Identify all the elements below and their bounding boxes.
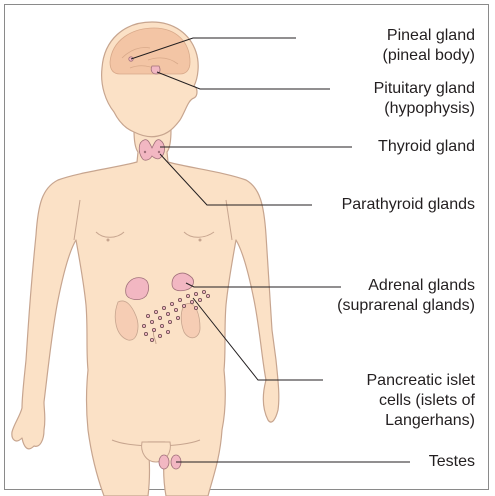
label-thyroid-gland: Thyroid gland (378, 137, 475, 157)
label-adrenal-glands: Adrenal glands (suprarenal glands) (337, 276, 475, 316)
body-silhouette (12, 22, 279, 496)
label-pancreatic-islet-cells: Pancreatic islet cells (islets of Langer… (367, 371, 476, 431)
label-parathyroid-line1: Parathyroid glands (342, 195, 475, 215)
nipple-right (199, 239, 202, 242)
label-adrenal-line2: (suprarenal glands) (337, 296, 475, 316)
label-pituitary-line1: Pituitary gland (374, 79, 475, 99)
parathyroid-dot-b (158, 151, 160, 153)
label-pineal-line1: Pineal gland (383, 26, 476, 46)
label-pituitary-line2: (hypophysis) (374, 99, 475, 119)
parathyroid-dot-a (144, 151, 146, 153)
label-testes: Testes (429, 452, 475, 472)
label-pituitary-gland: Pituitary gland (hypophysis) (374, 79, 475, 119)
testis-left (159, 455, 169, 469)
label-pancreatic-line1: Pancreatic islet (367, 371, 476, 391)
label-thyroid-line1: Thyroid gland (378, 137, 475, 157)
label-pancreatic-line2: cells (islets of (367, 391, 476, 411)
label-pineal-line2: (pineal body) (383, 46, 476, 66)
adrenal-gland-right (172, 273, 193, 291)
label-pancreatic-line3: Langerhans) (367, 411, 476, 431)
label-parathyroid-glands: Parathyroid glands (342, 195, 475, 215)
label-testes-line1: Testes (429, 452, 475, 472)
label-adrenal-line1: Adrenal glands (337, 276, 475, 296)
torso-and-limbs (12, 130, 279, 496)
label-pineal-gland: Pineal gland (pineal body) (383, 26, 476, 66)
nipple-left (107, 239, 110, 242)
